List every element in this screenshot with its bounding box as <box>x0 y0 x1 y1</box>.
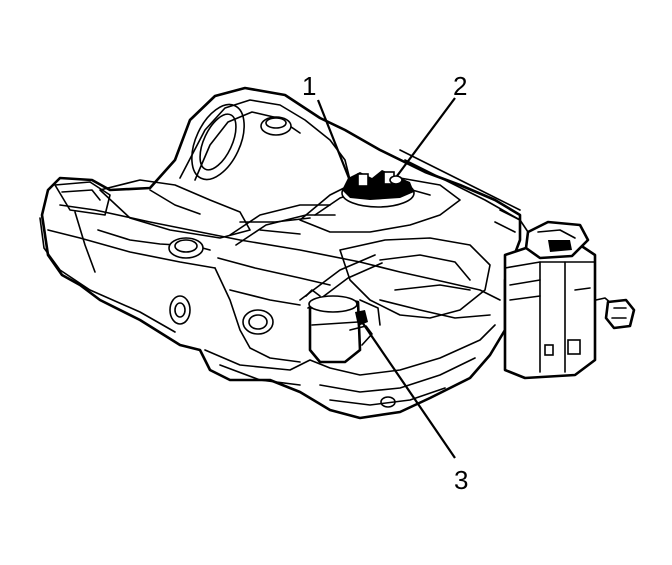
callout-1: 1 <box>302 71 316 101</box>
fuel-filter-assembly <box>305 289 381 364</box>
leader-line-2 <box>396 97 456 177</box>
callout-leaders <box>316 97 456 459</box>
fuel-tank <box>39 86 522 420</box>
fuel-pump-module <box>341 170 415 208</box>
leader-line-3 <box>361 321 456 459</box>
electrical-connector <box>595 297 636 330</box>
evap-canister <box>494 209 597 380</box>
callout-2: 2 <box>453 71 467 101</box>
callout-3: 3 <box>454 465 468 495</box>
leader-line-1 <box>316 99 354 187</box>
